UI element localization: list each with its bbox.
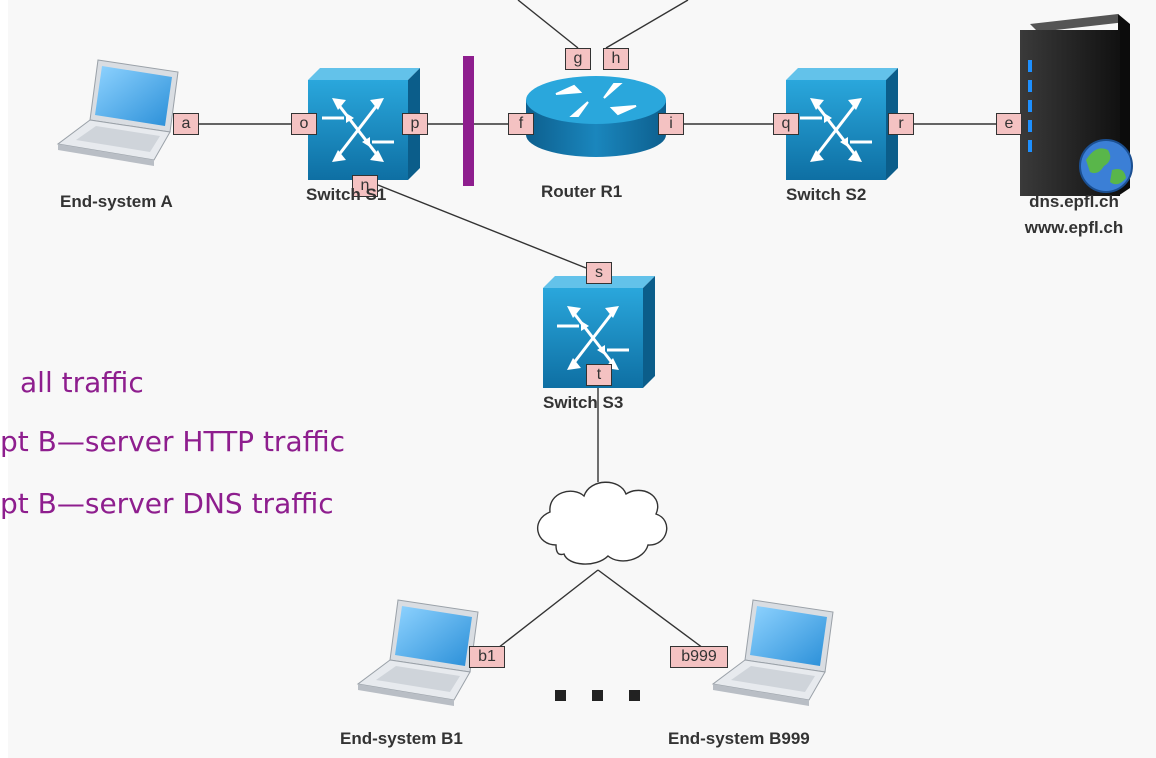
laptop-b999-icon <box>712 599 834 707</box>
globe-icon <box>1079 139 1133 193</box>
ellipsis-dots <box>555 686 666 705</box>
label-router-r1: Router R1 <box>541 182 623 201</box>
laptop-b1-icon <box>357 599 479 707</box>
port-e: e <box>996 113 1022 135</box>
label-switch-s1: Switch S1 <box>306 185 387 204</box>
port-t: t <box>586 364 612 386</box>
port-g: g <box>565 48 591 70</box>
links <box>198 0 996 649</box>
label-switch-s2: Switch S2 <box>786 185 867 204</box>
label-end-system-b999: End-system B999 <box>668 729 810 748</box>
link-n-s <box>377 184 587 269</box>
port-i: i <box>658 113 684 135</box>
port-a: a <box>173 113 199 135</box>
rule-line-1: all traffic <box>20 366 144 399</box>
label-switch-s3: Switch S3 <box>543 393 624 412</box>
firewall-bar <box>463 56 474 186</box>
switch-s2-icon <box>784 66 900 182</box>
rule-line-3: pt B—server DNS traffic <box>0 487 334 520</box>
port-f: f <box>508 113 534 135</box>
port-q: q <box>773 113 799 135</box>
diagram-canvas <box>57 0 1133 707</box>
router-r1-icon <box>526 76 666 157</box>
laptop-a-icon <box>57 59 179 167</box>
port-p: p <box>402 113 428 135</box>
label-end-system-b1: End-system B1 <box>340 729 463 748</box>
port-h: h <box>603 48 629 70</box>
port-o: o <box>291 113 317 135</box>
port-n: n <box>352 175 378 197</box>
port-r: r <box>888 113 914 135</box>
link-cloud-b1 <box>497 569 599 649</box>
port-b999: b999 <box>670 646 728 668</box>
link-h-up <box>605 0 689 49</box>
link-cloud-b999 <box>597 569 704 649</box>
cloud-icon <box>536 481 668 565</box>
port-b1: b1 <box>469 646 505 668</box>
label-server-www: www.epfl.ch <box>1024 218 1124 237</box>
label-server-dns: dns.epfl.ch <box>1029 192 1119 211</box>
port-s: s <box>586 262 612 284</box>
link-g-up <box>517 0 579 49</box>
label-end-system-a: End-system A <box>60 192 173 211</box>
rule-line-2: pt B—server HTTP traffic <box>0 425 346 458</box>
